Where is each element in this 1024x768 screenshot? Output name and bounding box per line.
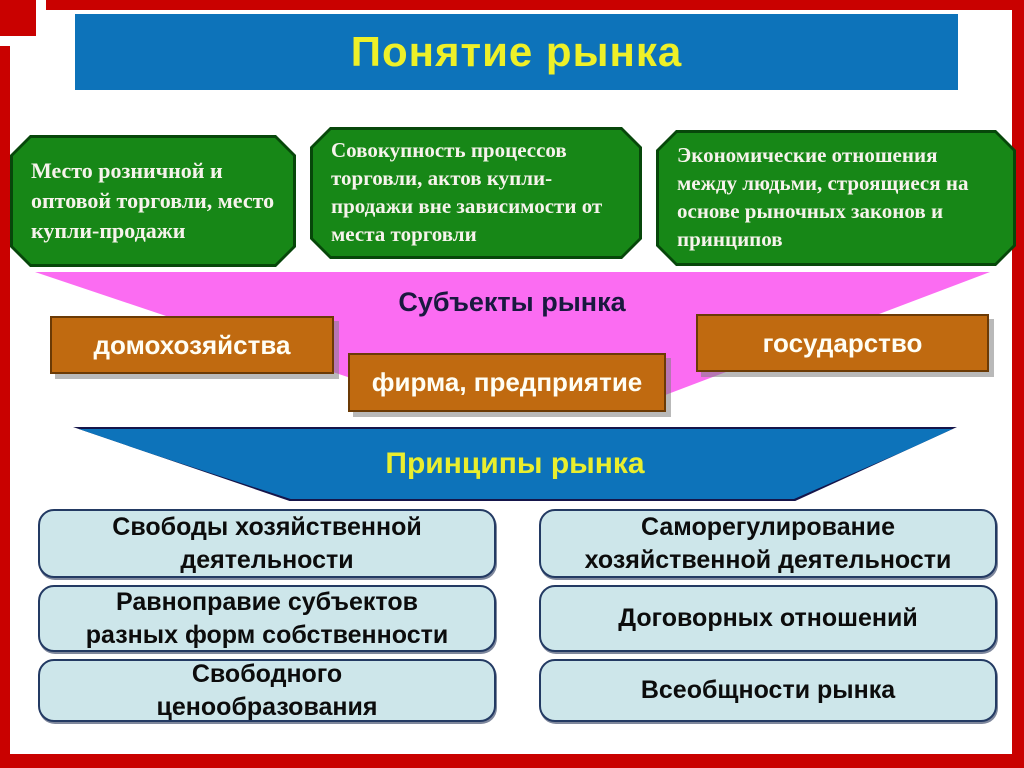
principle-label: Договорных отношений [618, 604, 918, 633]
definition-text: Место розничной и оптовой торговли, мест… [31, 158, 275, 243]
definition-box-relations: Экономические отношения между людьми, ст… [656, 130, 1016, 266]
definition-box-retail: Место розничной и оптовой торговли, мест… [10, 135, 296, 267]
definition-box-processes: Совокупность процессов торговли, актов к… [310, 127, 642, 259]
frame-corner-square [0, 0, 36, 36]
slide-title: Понятие рынка [350, 28, 683, 75]
definition-box-processes-fill: Совокупность процессов торговли, актов к… [313, 130, 639, 256]
definition-text: Совокупность процессов торговли, актов к… [331, 138, 603, 246]
subjects-section-label: Субъекты рынка [398, 287, 626, 317]
principle-box-contracts: Договорных отношений [539, 585, 997, 652]
principle-label: Свободы хозяйственной деятельности [112, 513, 422, 574]
principle-label: Всеобщности рынка [640, 676, 896, 705]
principle-box-free-pricing: Свободного ценообразования [38, 659, 496, 722]
principle-box-self-regulation: Саморегулирование хозяйственной деятельн… [539, 509, 997, 578]
frame-left-strip [0, 46, 10, 768]
title-banner: Понятие рынка [75, 14, 958, 90]
principle-label: Свободного ценообразования [156, 660, 378, 721]
definition-box-retail-fill: Место розничной и оптовой торговли, мест… [13, 138, 293, 264]
subject-box-firm: фирма, предприятие [348, 353, 666, 412]
frame-bottom-strip [0, 754, 1024, 768]
principles-trapezoid-shape: Принципы рынка [73, 427, 957, 501]
principles-section-label: Принципы рынка [385, 447, 645, 480]
subject-box-state: государство [696, 314, 989, 372]
frame-right-strip [1012, 0, 1024, 768]
principle-box-universality: Всеобщности рынка [539, 659, 997, 722]
definition-box-relations-fill: Экономические отношения между людьми, ст… [659, 133, 1013, 263]
principle-box-freedom: Свободы хозяйственной деятельности [38, 509, 496, 578]
principle-label: Саморегулирование хозяйственной деятельн… [584, 513, 952, 574]
principle-box-equality: Равноправие субъектов разных форм собств… [38, 585, 496, 652]
principles-trapezoid-fill: Принципы рынка [75, 429, 955, 499]
definition-text: Экономические отношения между людьми, ст… [677, 143, 969, 251]
subject-box-households: домохозяйства [50, 316, 334, 374]
subject-label: государство [762, 327, 923, 358]
principle-label: Равноправие субъектов разных форм собств… [85, 588, 449, 649]
subject-label: фирма, предприятие [371, 367, 643, 397]
frame-top-strip [46, 0, 1024, 10]
subject-label: домохозяйства [93, 329, 291, 360]
